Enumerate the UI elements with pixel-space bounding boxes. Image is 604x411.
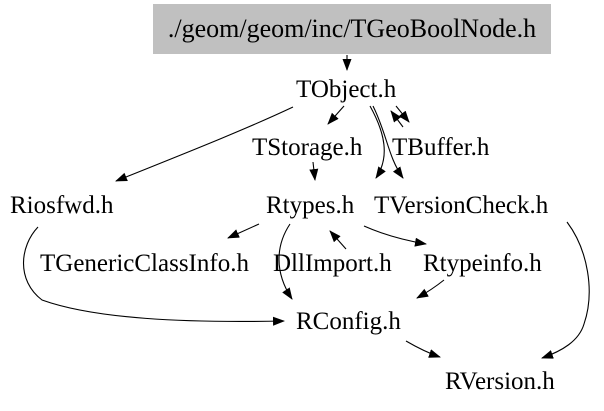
edge-tstorage-to-rtypes [309, 161, 319, 181]
edge-tobject-to-tstorage [327, 105, 345, 125]
edge-rtypes-to-rtypeinfo [363, 225, 427, 247]
edge-tbuffer-to-tobject [390, 110, 404, 128]
node-rtypes[interactable]: Rtypes.h [266, 192, 355, 219]
edge-rconfig-to-rversion [405, 340, 441, 358]
node-rconfig[interactable]: RConfig.h [296, 308, 401, 335]
edge-tversioncheck-to-rversion [541, 221, 590, 359]
node-tversioncheck[interactable]: TVersionCheck.h [374, 192, 549, 219]
node-tstorage[interactable]: TStorage.h [252, 134, 363, 161]
edge-rtypes-to-rconfig [278, 223, 293, 300]
edge-tobject-to-tversioncheck [372, 105, 404, 179]
node-riosfwd[interactable]: Riosfwd.h [10, 192, 114, 219]
edge-tobject-to-tbuffer [395, 105, 410, 123]
edge-rtypes-to-tgenericclassinfo [227, 223, 260, 239]
node-dllimport[interactable]: DllImport.h [273, 250, 392, 277]
edge-dllimport-to-rtypes [329, 230, 347, 250]
node-rtypeinfo[interactable]: Rtypeinfo.h [423, 250, 542, 277]
node-rversion[interactable]: RVersion.h [445, 368, 555, 395]
node-root-tgeoboolnode: ./geom/geom/inc/TGeoBoolNode.h [153, 4, 551, 54]
node-tobject[interactable]: TObject.h [296, 76, 397, 103]
edge-tobject-to-riosfwd [115, 106, 294, 182]
edge-riosfwd-to-rconfig [22, 226, 285, 326]
node-tbuffer[interactable]: TBuffer.h [392, 134, 490, 161]
edge-rtypeinfo-to-rconfig [416, 279, 445, 299]
edge-tobject-to-rtypes [369, 105, 386, 179]
node-tgenericclassinfo[interactable]: TGenericClassInfo.h [40, 250, 249, 277]
